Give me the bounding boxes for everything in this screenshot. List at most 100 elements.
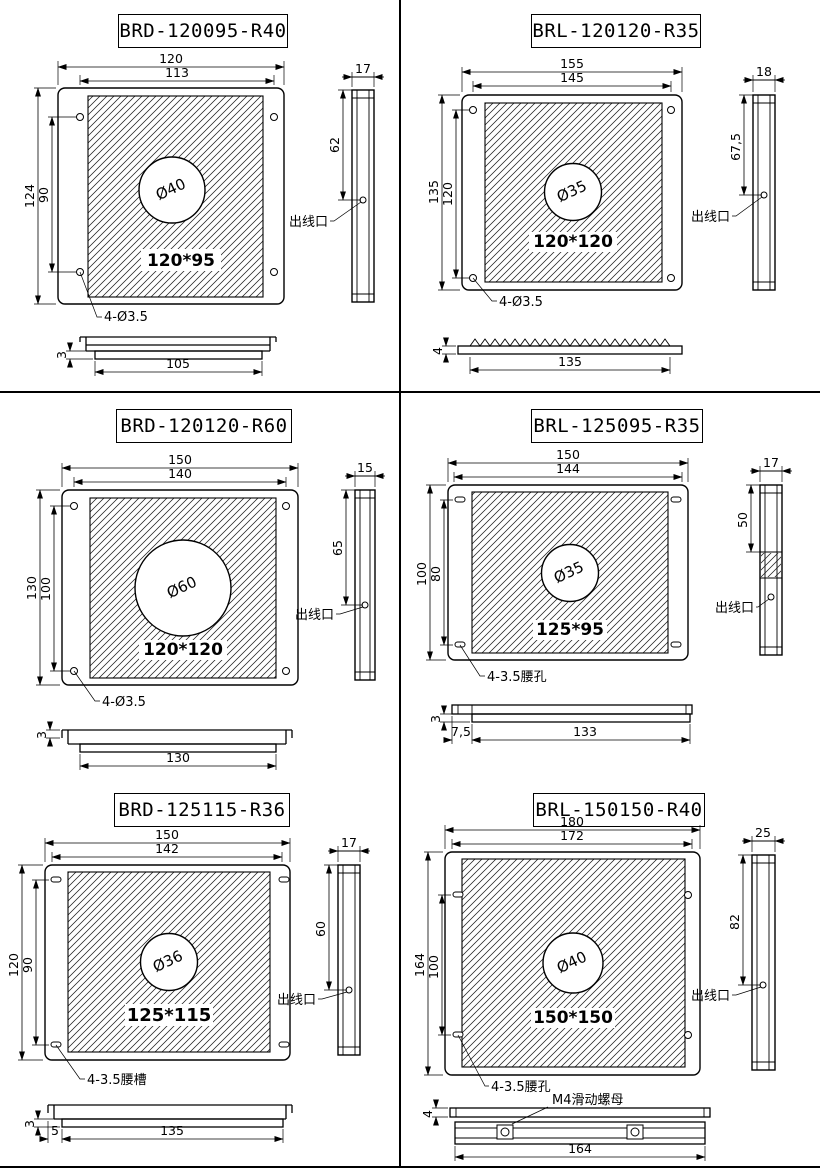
svg-text:4-Ø3.5: 4-Ø3.5: [499, 295, 543, 310]
p2-center-hole: [543, 162, 603, 222]
p4-outlet-hole: [767, 593, 775, 601]
p1-dim-profile-width: 105: [94, 356, 263, 376]
p5-side-body: [337, 864, 361, 1056]
bottom-border-line: [0, 1166, 820, 1168]
svg-text:130: 130: [166, 750, 190, 765]
p2-dim-height-outer: 135: [426, 94, 460, 291]
p5-dim-outlet-pos: 60: [313, 864, 347, 991]
p6-dim-outlet-pos: 82: [727, 854, 761, 986]
p4-mount-slot: [670, 641, 682, 648]
svg-text:100: 100: [426, 955, 441, 979]
svg-text:140: 140: [168, 466, 192, 481]
p5-dim-profile-offset: 5: [39, 1121, 71, 1143]
p6-label-bg: [531, 1008, 615, 1028]
p5-dim-width-outer: 150: [44, 827, 291, 862]
svg-text:出线口: 出线口: [691, 210, 730, 225]
svg-text:3: 3: [54, 351, 69, 359]
p3-side-view: 15 65 出线口: [295, 460, 385, 681]
panel4-drawing: Ø35 125*95 150 144 100 80: [414, 447, 792, 744]
p1-dim-width-inner: 113: [79, 65, 275, 85]
p1-mount-hole: [270, 113, 278, 121]
p3-dim-profile-width: 130: [79, 750, 277, 770]
p4-dim-height-inner: 80: [428, 499, 453, 646]
p1-mount-note: 4-Ø3.5: [79, 271, 148, 325]
p5-mount-slot: [50, 876, 62, 883]
svg-text:出线口: 出线口: [295, 608, 334, 623]
p5-mount-slot: [278, 876, 290, 883]
p1-dim-height-outer: 124: [22, 87, 56, 305]
p5-area-label: 125*115: [127, 1005, 212, 1026]
p2-profile-body: [457, 345, 683, 355]
p2-side-view: 18 67,5 出线口: [691, 64, 785, 291]
svg-text:172: 172: [560, 828, 584, 843]
p4-area-label: 125*95: [536, 620, 604, 640]
p2-outlet-label: 出线口: [691, 196, 763, 225]
p4-dim-profile-height: 3: [428, 705, 470, 731]
p6-center-hole: [542, 932, 604, 994]
svg-text:17: 17: [341, 835, 357, 850]
svg-text:出线口: 出线口: [691, 989, 730, 1004]
svg-text:135: 135: [160, 1123, 184, 1138]
p6-dim-width-outer: 180: [444, 814, 701, 849]
p3-outlet-label: 出线口: [295, 606, 364, 623]
p1-side-view: 17 62 出线口: [289, 61, 384, 303]
p3-center-hole: [134, 539, 232, 637]
p6-dim-width-inner: 172: [451, 828, 693, 849]
svg-text:120: 120: [440, 182, 455, 206]
p3-dim-width-outer: 150: [61, 452, 299, 487]
p6-profile-bar: [449, 1107, 711, 1118]
p5-outlet-label: 出线口: [277, 991, 348, 1008]
svg-text:150: 150: [155, 827, 179, 842]
svg-text:M4滑动螺母: M4滑动螺母: [552, 1093, 624, 1108]
svg-text:164: 164: [412, 953, 427, 977]
p4-mount-note: 4-3.5腰孔: [459, 644, 547, 685]
svg-text:150: 150: [556, 447, 580, 462]
svg-text:120: 120: [159, 51, 183, 66]
p3-mount-hole: [282, 502, 290, 510]
p6-dim-thickness: 25: [742, 825, 785, 852]
panel3-title: BRD-120120-R60: [116, 409, 292, 443]
p4-mount-slot: [454, 641, 466, 648]
p6-side-body: [751, 854, 776, 1071]
p4-side-detail: [761, 553, 781, 577]
svg-text:17: 17: [355, 61, 371, 76]
p2-dim-height-inner: 120: [440, 109, 469, 279]
p2-dim-width-outer: 155: [461, 56, 683, 92]
p2-dim-profile-height: 4: [430, 337, 456, 363]
svg-text:17: 17: [763, 455, 779, 470]
p1-side-body: [351, 89, 375, 303]
svg-text:145: 145: [560, 70, 584, 85]
svg-text:出线口: 出线口: [289, 215, 328, 230]
panel2-title: BRL-120120-R35: [531, 14, 701, 48]
p1-dim-width-outer: 120: [57, 51, 285, 85]
p1-outlet-label: 出线口: [289, 201, 362, 230]
p4-profile-tray: [471, 713, 691, 723]
p1-front-view: Ø40 120*95 120 113 124 90: [22, 51, 285, 325]
svg-text:142: 142: [155, 841, 179, 856]
panel1-drawing: Ø40 120*95 120 113 124 90: [22, 51, 384, 376]
p6-area-label: 150*150: [533, 1008, 613, 1028]
p6-dim-height-outer: 164: [412, 851, 443, 1076]
p3-mount-hole: [282, 667, 290, 675]
p4-profile-channel: [451, 704, 693, 715]
p2-mount-hole: [667, 274, 675, 282]
panel5-title: BRD-125115-R36: [114, 793, 290, 827]
p3-mount-hole: [70, 502, 78, 510]
svg-text:65: 65: [330, 540, 345, 556]
p6-mount-slot: [452, 1031, 464, 1038]
p5-mount-slot: [278, 1041, 290, 1048]
svg-text:3: 3: [22, 1120, 37, 1128]
svg-text:82: 82: [727, 914, 742, 930]
p2-mount-hole: [469, 106, 477, 114]
p5-label-bg: [125, 1004, 213, 1026]
p1-dim-thickness: 17: [342, 61, 384, 87]
p4-center-hole: [540, 543, 600, 603]
p6-bottom-profile: M4滑动螺母 4 164: [420, 1093, 711, 1161]
p6-slide-nut-hole: [630, 1127, 640, 1137]
p2-fins: [462, 338, 678, 347]
svg-text:120: 120: [6, 953, 21, 977]
p4-side-view: 17 50 出线口: [715, 455, 792, 656]
panel6-title: BRL-150150-R40: [533, 793, 705, 827]
svg-text:25: 25: [755, 825, 771, 840]
